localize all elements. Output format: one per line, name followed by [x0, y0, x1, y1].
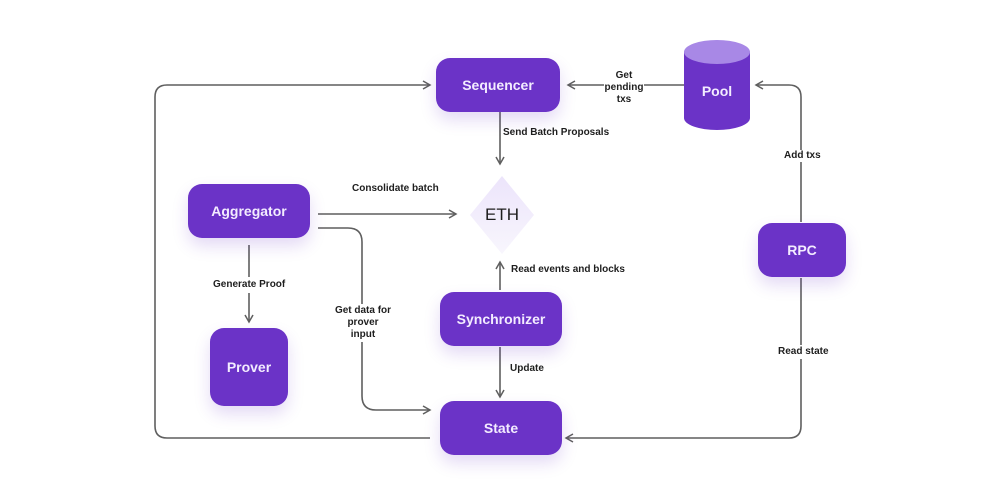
label-read-events-and-blocks: Read events and blocks [511, 264, 625, 275]
edge-rpc-to-pool [754, 80, 802, 222]
node-aggregator[interactable]: Aggregator [188, 184, 310, 238]
node-sequencer[interactable]: Sequencer [436, 58, 560, 112]
pool-cylinder-shape [684, 40, 750, 130]
node-eth[interactable]: ETH [485, 205, 519, 224]
label-update: Update [510, 363, 544, 374]
edge-state-loop-to-sequencer [154, 80, 432, 439]
label-send-batch-proposals: Send Batch Proposals [503, 127, 610, 138]
label-add-txs: Add txs [782, 150, 823, 162]
label-consolidate-batch: Consolidate batch [352, 183, 439, 194]
node-pool[interactable]: Pool [701, 83, 733, 99]
label-get-data-for-prover-input: Get data for prover input [334, 304, 392, 342]
node-prover[interactable]: Prover [210, 328, 288, 406]
node-state[interactable]: State [440, 401, 562, 455]
label-generate-proof: Generate Proof [212, 277, 287, 293]
label-read-state: Read state [776, 345, 831, 359]
eth-diamond-shape [470, 176, 534, 254]
edge-rpc-to-state [564, 278, 802, 443]
node-synchronizer[interactable]: Synchronizer [440, 292, 562, 346]
node-rpc[interactable]: RPC [758, 223, 846, 277]
label-get-pending-txs: Get pending txs [604, 70, 644, 106]
